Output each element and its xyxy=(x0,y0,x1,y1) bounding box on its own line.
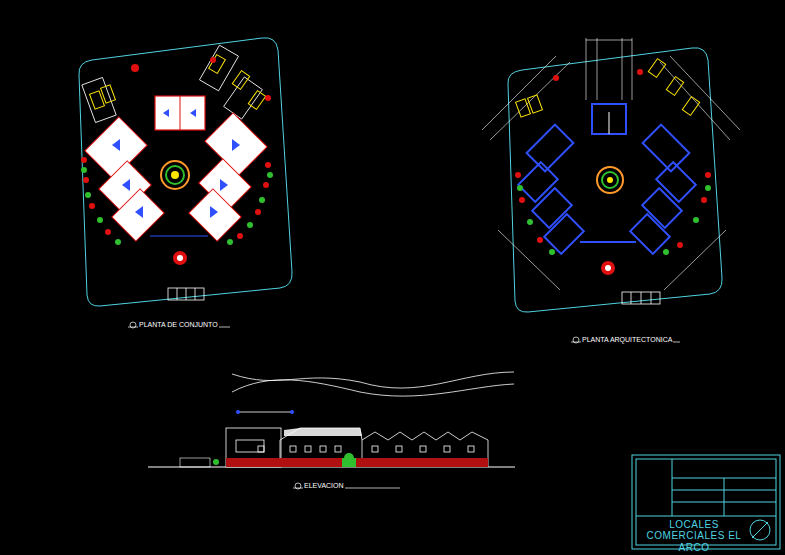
project-name: LOCALES COMERCIALES EL ARCO xyxy=(640,519,748,554)
drawing-label: ELEVACION xyxy=(303,482,345,489)
title-block-cell: LOCALES COMERCIALES EL ARCO xyxy=(640,519,748,554)
drawing-label: PLANTA DE CONJUNTO xyxy=(138,321,219,328)
drawing-label: PLANTA ARQUITECTONICA xyxy=(581,336,673,343)
